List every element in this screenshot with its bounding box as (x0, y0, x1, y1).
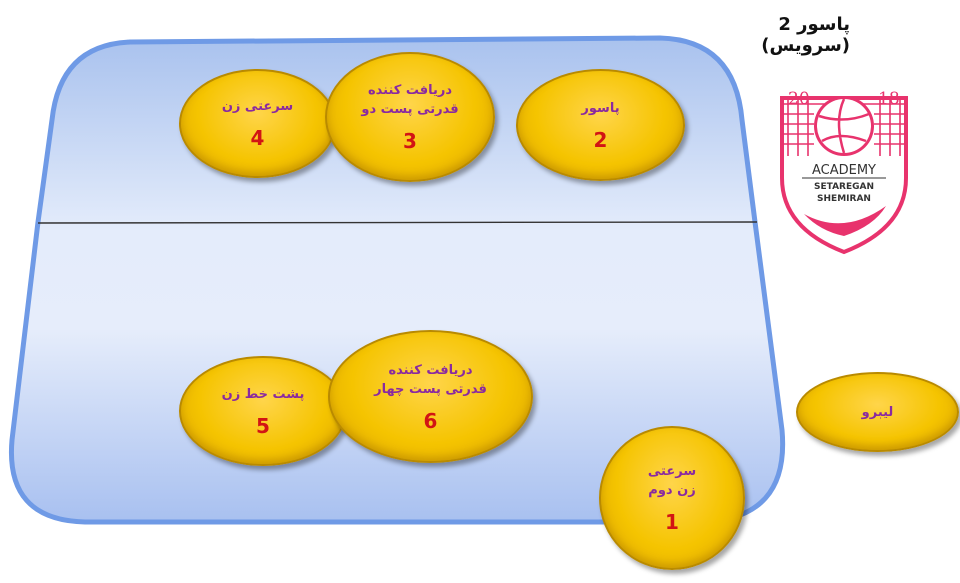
player-label: دریافت کننده قدرتی پست دو (361, 83, 459, 117)
position-number: 6 (423, 408, 438, 433)
position-number: 5 (256, 413, 270, 438)
diagram-title: پاسور 2 (سرویس) (761, 14, 850, 56)
player-position-2: پاسور 2 (516, 69, 685, 181)
player-label: لیبرو (861, 404, 894, 420)
player-position-3: دریافت کننده قدرتی پست دو 3 (325, 52, 495, 182)
player-label: پاسور (581, 100, 620, 116)
logo-line2: SETAREGAN (814, 182, 874, 192)
logo-year-right: 18 (878, 89, 900, 109)
volleyball-icon (814, 96, 874, 156)
player-label: دریافت کننده قدرتی پست چهار (374, 362, 487, 397)
player-libero: لیبرو (796, 372, 959, 452)
player-label: سرعتی زن (221, 99, 294, 114)
position-number: 3 (403, 129, 417, 153)
logo-line1: ACADEMY (812, 163, 876, 178)
logo-year-left: 20 (788, 89, 810, 109)
position-number: 4 (250, 126, 265, 150)
position-number: 1 (665, 510, 679, 534)
player-label: سرعتی زن دوم (647, 464, 697, 498)
academy-logo: 20 18 ACADEMY SETAREGAN SHEMIRAN (780, 89, 908, 255)
logo-swoosh (804, 206, 886, 236)
player-position-6: دریافت کننده قدرتی پست چهار 6 (328, 330, 533, 463)
position-number: 2 (593, 127, 608, 152)
player-position-5: پشت خط زن 5 (179, 356, 347, 466)
net-line (37, 221, 758, 224)
player-position-1: سرعتی زن دوم 1 (599, 426, 745, 570)
logo-line3: SHEMIRAN (817, 194, 871, 204)
player-label: پشت خط زن (221, 386, 305, 402)
net-grid-icon (782, 98, 906, 156)
player-position-4: سرعتی زن 4 (179, 69, 336, 178)
